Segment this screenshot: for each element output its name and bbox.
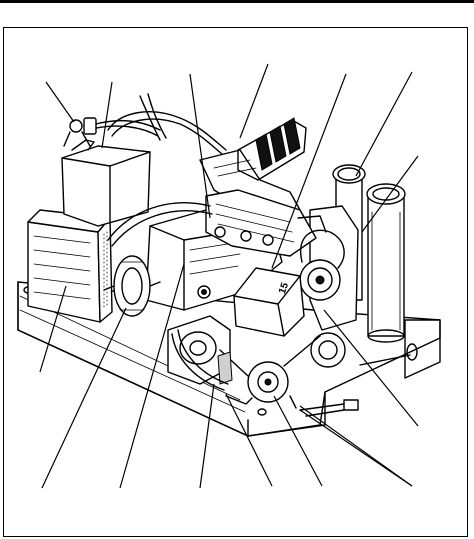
leader-top-4: [239, 63, 269, 139]
perforated-vents: [33, 231, 108, 311]
leader-bottom-3: [199, 383, 215, 489]
leader-top-6: [355, 71, 413, 177]
upper-piping: [107, 93, 227, 155]
callout-leaders: [39, 63, 419, 489]
alternator: [103, 255, 161, 317]
component-label: 15: [277, 281, 291, 296]
leader-top-2: [101, 81, 113, 149]
labeled-component: 15: [233, 267, 305, 337]
upper-tank: [61, 117, 161, 227]
leader-top-7: [361, 155, 419, 233]
leader-left-1: [39, 285, 67, 373]
control-box: [27, 209, 113, 323]
leader-bottom-5: [273, 395, 323, 487]
leader-right-1: [323, 309, 419, 427]
leader-top-1: [45, 81, 75, 123]
intake-duct: [199, 117, 307, 219]
leader-top-3: [189, 73, 211, 219]
leader-top-5: [271, 73, 347, 269]
cylinder-head: [205, 189, 317, 257]
leader-bottom-2: [119, 263, 185, 489]
leader-bottom-1: [41, 307, 127, 489]
turbocharger: [299, 229, 346, 368]
hoses: [107, 202, 327, 391]
figure-frame: [3, 27, 468, 537]
leader-bottom-6: [299, 409, 413, 487]
top-rule: [0, 0, 474, 3]
leader-bottom-4: [225, 393, 273, 487]
